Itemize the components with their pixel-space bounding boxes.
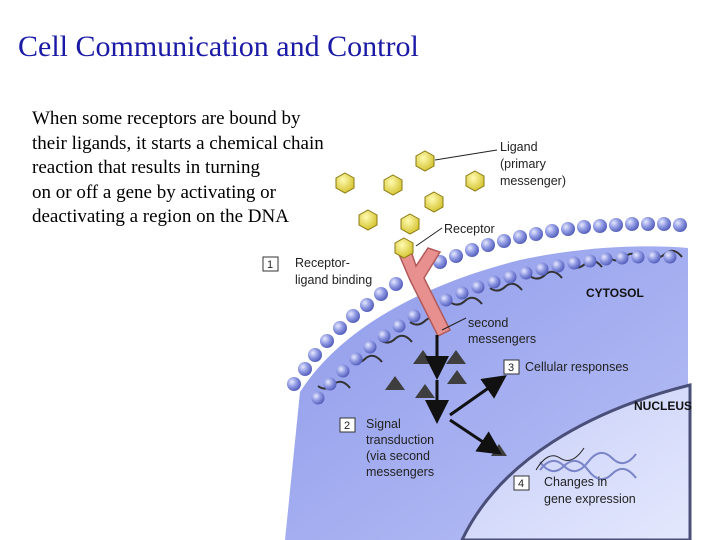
step4-marker: 4 xyxy=(513,475,530,491)
second-messengers-label-line: second xyxy=(468,316,508,330)
step4-number: 4 xyxy=(518,478,524,490)
dna-strand xyxy=(535,447,637,481)
step3-number: 3 xyxy=(508,362,514,374)
cytosol-label: CYTOSOL xyxy=(586,286,644,300)
step2-label-line: (via second xyxy=(366,449,430,463)
description-line: deactivating a region on the DNA xyxy=(32,206,289,228)
step2-marker: 2 xyxy=(339,417,356,433)
step3-label: Cellular responses xyxy=(525,360,629,374)
ligand-label-line: Ligand xyxy=(500,140,538,154)
description-line: reaction that results in turning xyxy=(32,157,260,179)
ligand-molecules xyxy=(335,150,485,259)
description-line: on or off a gene by activating or xyxy=(32,181,276,203)
ligand-label-line: messenger) xyxy=(500,174,566,188)
step1-number: 1 xyxy=(267,259,273,271)
description-line: When some receptors are bound by xyxy=(32,108,301,129)
receptor-label: Receptor xyxy=(444,222,495,236)
step2-label-line: transduction xyxy=(366,433,434,447)
step2-label-line: messengers xyxy=(366,465,434,479)
step1-label-line: Receptor- xyxy=(295,256,350,270)
step3-marker: 3 xyxy=(503,359,520,375)
step4-label-line: gene expression xyxy=(544,492,636,506)
ligand-label: Ligand (primary messenger) xyxy=(500,140,566,188)
step4-label-line: Changes in xyxy=(544,475,607,489)
second-messengers-label-line: messengers xyxy=(468,332,536,346)
description-line: their ligands, it starts a chemical chai… xyxy=(32,132,324,154)
description-text: When some receptors are bound by their l… xyxy=(32,107,382,230)
leader-lines xyxy=(415,149,498,331)
pathway-arrows xyxy=(425,335,507,455)
step1-marker: 1 xyxy=(262,256,279,272)
step2-label-line: Signal xyxy=(366,417,401,431)
ligand-label-line: (primary xyxy=(500,157,547,171)
page-title: Cell Communication and Control xyxy=(18,30,419,63)
step2-number: 2 xyxy=(344,420,350,432)
nucleus-label: NUCLEUS xyxy=(634,399,692,413)
step1-label-line: ligand binding xyxy=(295,273,372,287)
membrane-inner-layer xyxy=(311,250,677,405)
receptor-protein xyxy=(396,247,452,338)
nucleus-region xyxy=(460,383,692,540)
